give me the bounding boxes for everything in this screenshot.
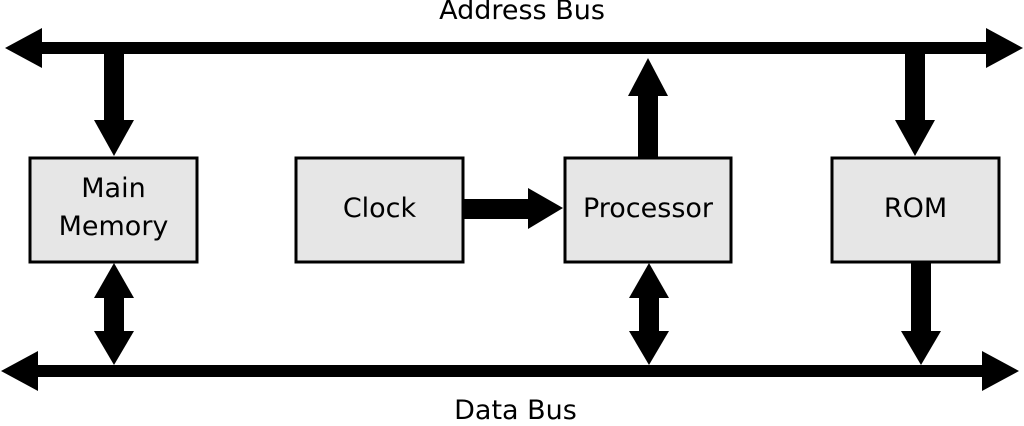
address-bus-label: Address Bus [439, 0, 605, 26]
address-bus-arrow [5, 28, 1023, 68]
data-bus-arrow [1, 351, 1019, 391]
clock-label: Clock [342, 193, 417, 224]
main-memory-label-line-2: Memory [58, 211, 169, 242]
arrow-processor-data-bus [629, 263, 669, 365]
rom-box [830, 156, 1001, 264]
clock-box [294, 156, 465, 264]
rom-label: ROM [883, 193, 948, 224]
arrow-address-bus-to-main-memory [94, 54, 134, 156]
main-memory-label: Main Memory [30, 158, 197, 262]
processor-box [563, 156, 733, 264]
arrow-processor-to-address-bus [628, 58, 668, 158]
processor-label: Processor [582, 193, 714, 224]
arrow-main-memory-data-bus [94, 263, 134, 365]
arrow-clock-to-processor [463, 188, 563, 229]
arrow-rom-to-data-bus [901, 262, 941, 365]
arrow-address-bus-to-rom [895, 54, 935, 156]
main-memory-label-line-1: Main [81, 173, 146, 204]
data-bus-label: Data Bus [454, 395, 577, 426]
main-memory-box [28, 156, 199, 264]
